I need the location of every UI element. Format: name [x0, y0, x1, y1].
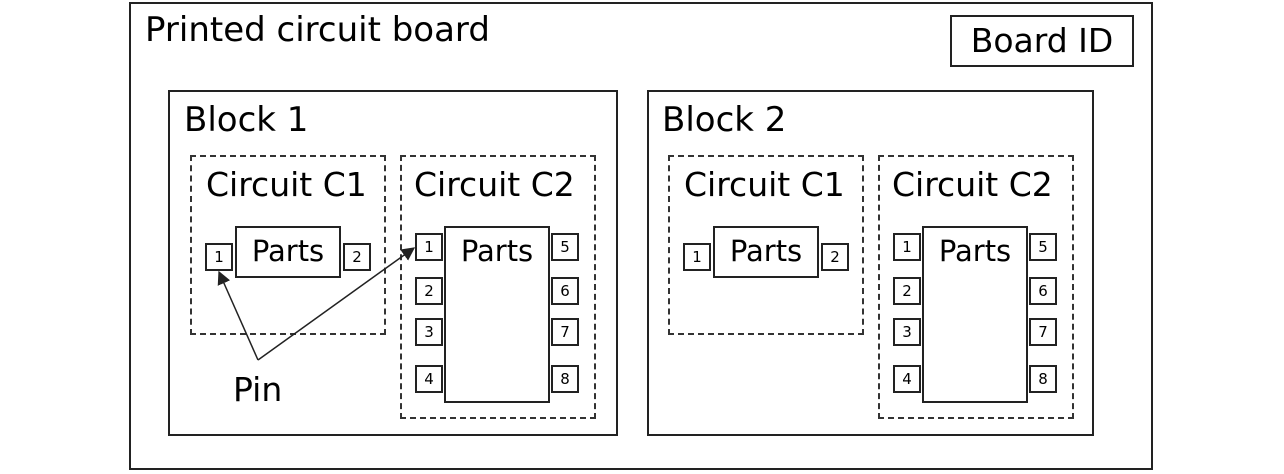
block-1-c2-pin-8: 8 [551, 365, 579, 393]
printed-circuit-board [129, 2, 1153, 470]
block-2-circuit-c1-parts: Parts [713, 226, 819, 278]
block-1-c2-pin-4: 4 [415, 365, 443, 393]
block-2-c2-pin-4: 4 [893, 365, 921, 393]
block-1 [168, 90, 618, 436]
block-1-c2-pin-3: 3 [415, 318, 443, 346]
parts-label: Parts [729, 234, 803, 268]
block-1-c2-pin-5: 5 [551, 233, 579, 261]
parts-label: Parts [460, 234, 534, 268]
block-1-circuit-c2-title: Circuit C2 [414, 165, 575, 204]
block-2-circuit-c2-parts: Parts [922, 226, 1028, 403]
block-2-c2-pin-3: 3 [893, 318, 921, 346]
block-1-circuit-c1-title: Circuit C1 [206, 165, 367, 204]
block-2-c1-pin-1: 1 [683, 243, 711, 271]
block-2-circuit-c1-title: Circuit C1 [684, 165, 845, 204]
block-2-c2-pin-8: 8 [1029, 365, 1057, 393]
block-1-c2-pin-7: 7 [551, 318, 579, 346]
block-2-c1-pin-2: 2 [821, 243, 849, 271]
parts-label: Parts [938, 234, 1012, 268]
pin-callout-label: Pin [233, 370, 283, 409]
block-2-circuit-c2 [878, 155, 1074, 419]
block-2-circuit-c1 [668, 155, 864, 335]
block-1-c1-pin-2: 2 [343, 243, 371, 271]
parts-label: Parts [251, 234, 325, 268]
block-1-c2-pin-2: 2 [415, 277, 443, 305]
block-2 [647, 90, 1094, 436]
block-1-c1-pin-1: 1 [205, 243, 233, 271]
block-1-circuit-c1-parts: Parts [235, 226, 341, 278]
block-2-c2-pin-7: 7 [1029, 318, 1057, 346]
block-2-c2-pin-5: 5 [1029, 233, 1057, 261]
block-1-circuit-c2-parts: Parts [444, 226, 550, 403]
block-1-c2-pin-6: 6 [551, 277, 579, 305]
block-2-circuit-c2-title: Circuit C2 [892, 165, 1053, 204]
block-2-c2-pin-1: 1 [893, 233, 921, 261]
board-title: Printed circuit board [145, 10, 490, 50]
block-2-c2-pin-6: 6 [1029, 277, 1057, 305]
board-id-box: Board ID [950, 15, 1134, 67]
block-1-c2-pin-1: 1 [415, 233, 443, 261]
block-2-c2-pin-2: 2 [893, 277, 921, 305]
block-1-title: Block 1 [184, 100, 309, 140]
block-2-title: Block 2 [662, 100, 787, 140]
